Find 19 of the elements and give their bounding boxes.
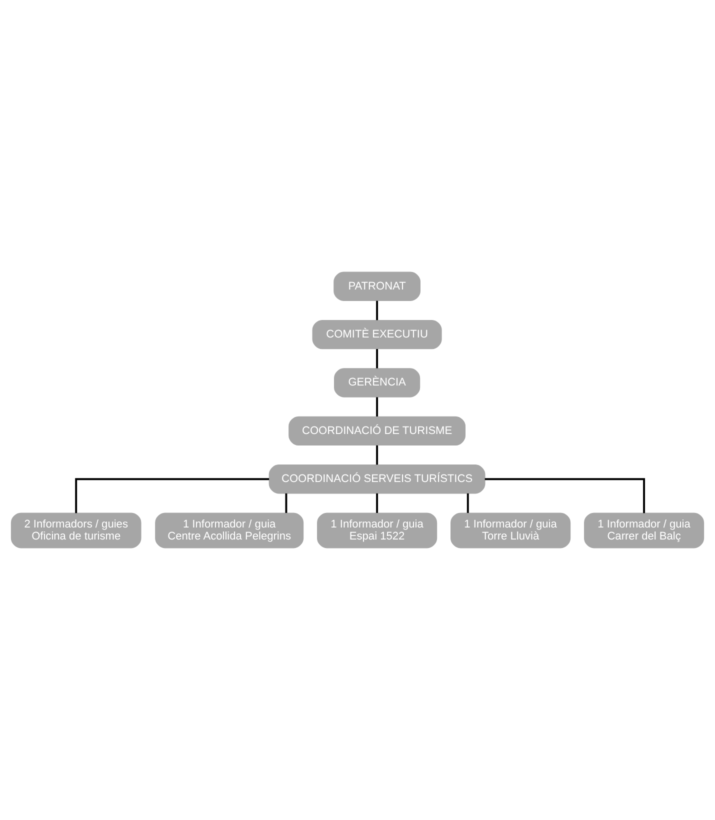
node-box: COMITÈ EXECUTIU xyxy=(312,320,442,350)
connector xyxy=(376,349,378,368)
node-box: 1 Informador / guia Espai 1522 xyxy=(317,512,438,548)
connector xyxy=(75,478,270,514)
node-box: GERÈNCIA xyxy=(334,368,420,398)
node-box: 1 Informador / guia Carrer del Balç xyxy=(584,512,704,548)
node-box: COORDINACIÓ SERVEIS TURÍSTICS xyxy=(268,464,486,494)
node-box: COORDINACIÓ DE TURISME xyxy=(288,416,466,446)
connector xyxy=(376,397,378,416)
connector xyxy=(484,478,646,514)
node-box: 1 Informador / guia Centre Acollida Pelegrins xyxy=(155,512,304,548)
node-box: 2 Informadors / guies Oficina de turisme xyxy=(10,512,142,548)
connector xyxy=(376,445,378,465)
connector xyxy=(285,493,288,513)
node-box: PATRONAT xyxy=(334,272,420,301)
node-box: 1 Informador / guia Torre Lluvià xyxy=(450,512,571,548)
connector xyxy=(466,493,469,513)
connector xyxy=(376,300,378,320)
connector xyxy=(376,493,378,513)
